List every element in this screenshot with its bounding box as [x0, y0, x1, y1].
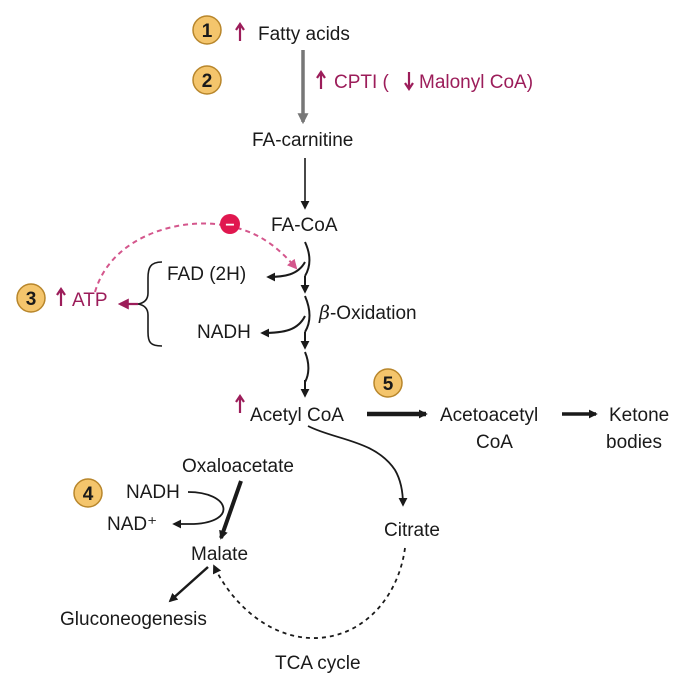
node-fad-2h: FAD (2H) [167, 264, 246, 285]
arrow-nadh-to-nad-plus [172, 491, 225, 529]
label-malonyl-coa: Malonyl CoA) [419, 72, 533, 93]
label-atp: ATP [72, 290, 108, 311]
node-ketone-line1: Ketone [609, 405, 669, 426]
node-oxaloacetate: Oxaloacetate [182, 456, 294, 477]
label-beta-oxidation: β-Oxidation [318, 302, 417, 324]
arrow-beta-oxidation-step1 [304, 241, 311, 277]
up-arrow-icon [235, 394, 245, 413]
node-acetoacetyl-line1: Acetoacetyl [440, 405, 538, 426]
node-acetyl-coa: Acetyl CoA [250, 405, 344, 426]
bracket-atp [137, 261, 163, 347]
node-fa-coa: FA-CoA [271, 215, 338, 236]
node-malate: Malate [191, 544, 248, 565]
svg-text:−: − [225, 217, 234, 234]
node-acetoacetyl-line2: CoA [476, 432, 513, 453]
node-ketone-line2: bodies [606, 432, 662, 453]
label-cpti: CPTI ( [334, 72, 390, 93]
arrow-to-citrate [307, 425, 408, 507]
up-arrow-icon [235, 22, 245, 41]
badge-3: 3 [16, 283, 46, 313]
down-arrow-icon [404, 72, 414, 91]
arrow-to-nadh [260, 315, 306, 338]
svg-text:4: 4 [83, 484, 94, 505]
svg-text:1: 1 [202, 21, 213, 42]
badge-4: 4 [73, 478, 103, 508]
badge-1: 1 [192, 15, 222, 45]
svg-text:5: 5 [383, 374, 394, 395]
badge-5: 5 [373, 368, 403, 398]
svg-text:2: 2 [202, 71, 213, 92]
node-fa-carnitine: FA-carnitine [252, 130, 353, 151]
up-arrow-icon [56, 287, 66, 306]
node-nad-plus: NAD⁺ [107, 514, 157, 535]
up-arrow-icon [316, 70, 326, 89]
arrow-to-fad-2h [266, 261, 306, 282]
node-fatty-acids: Fatty acids [258, 24, 350, 45]
node-nadh-malate: NADH [126, 482, 180, 503]
node-nadh-oxidation: NADH [197, 322, 251, 343]
arrow-oxaloacetate-to-malate [219, 480, 243, 540]
arrow-beta-oxidation-step3 [304, 351, 310, 383]
node-tca-cycle: TCA cycle [275, 653, 361, 674]
node-citrate: Citrate [384, 520, 440, 541]
arrow-malate-to-gluconeogenesis [168, 566, 209, 603]
arrow-beta-oxidation-step2 [304, 295, 311, 333]
svg-text:3: 3 [26, 289, 37, 310]
inhibition-badge: − [220, 214, 240, 234]
node-gluconeogenesis: Gluconeogenesis [60, 609, 207, 630]
badge-2: 2 [192, 65, 222, 95]
